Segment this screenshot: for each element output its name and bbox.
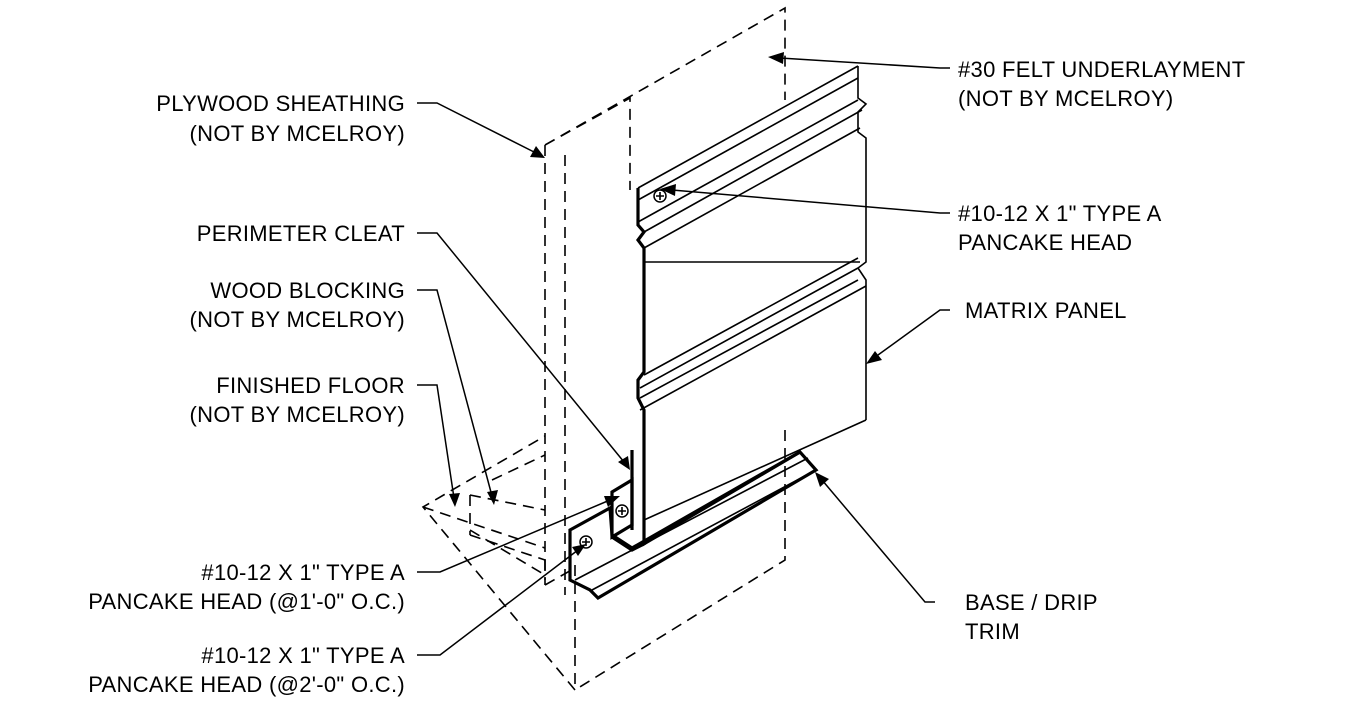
label-screw-top-line1: #10-12 X 1" TYPE A — [958, 201, 1162, 226]
base-drip-trim — [568, 449, 819, 601]
plywood-sheathing — [544, 6, 786, 690]
label-screw-1oc-line2: PANCAKE HEAD (@1'-0" O.C.) — [88, 589, 405, 614]
label-plywood-line2: (NOT BY MCELROY) — [190, 121, 405, 146]
label-screw-1oc-line1: #10-12 X 1" TYPE A — [201, 560, 405, 585]
label-screw-top-line2: PANCAKE HEAD — [958, 230, 1132, 255]
label-trim-line1: BASE / DRIP — [965, 590, 1098, 615]
label-felt-line2: (NOT BY MCELROY) — [958, 86, 1173, 111]
label-blocking-line2: (NOT BY MCELROY) — [190, 307, 405, 332]
label-felt-line1: #30 FELT UNDERLAYMENT — [958, 57, 1246, 82]
label-panel: MATRIX PANEL — [965, 298, 1127, 323]
screw-cleat-icon — [615, 504, 629, 518]
felt-underlayment — [421, 430, 786, 691]
label-trim-line2: TRIM — [965, 619, 1020, 644]
label-screw-2oc-line1: #10-12 X 1" TYPE A — [201, 643, 405, 668]
screw-top-icon — [653, 189, 667, 203]
label-blocking-line1: WOOD BLOCKING — [210, 278, 405, 303]
label-floor-line2: (NOT BY MCELROY) — [190, 402, 405, 427]
finished-floor — [422, 454, 546, 576]
leader-lines — [417, 52, 950, 656]
label-screw-2oc-line2: PANCAKE HEAD (@2'-0" O.C.) — [88, 672, 405, 697]
label-cleat: PERIMETER CLEAT — [197, 221, 405, 246]
label-plywood-line1: PLYWOOD SHEATHING — [156, 91, 405, 116]
matrix-panel — [630, 65, 868, 545]
label-floor-line1: FINISHED FLOOR — [216, 373, 405, 398]
